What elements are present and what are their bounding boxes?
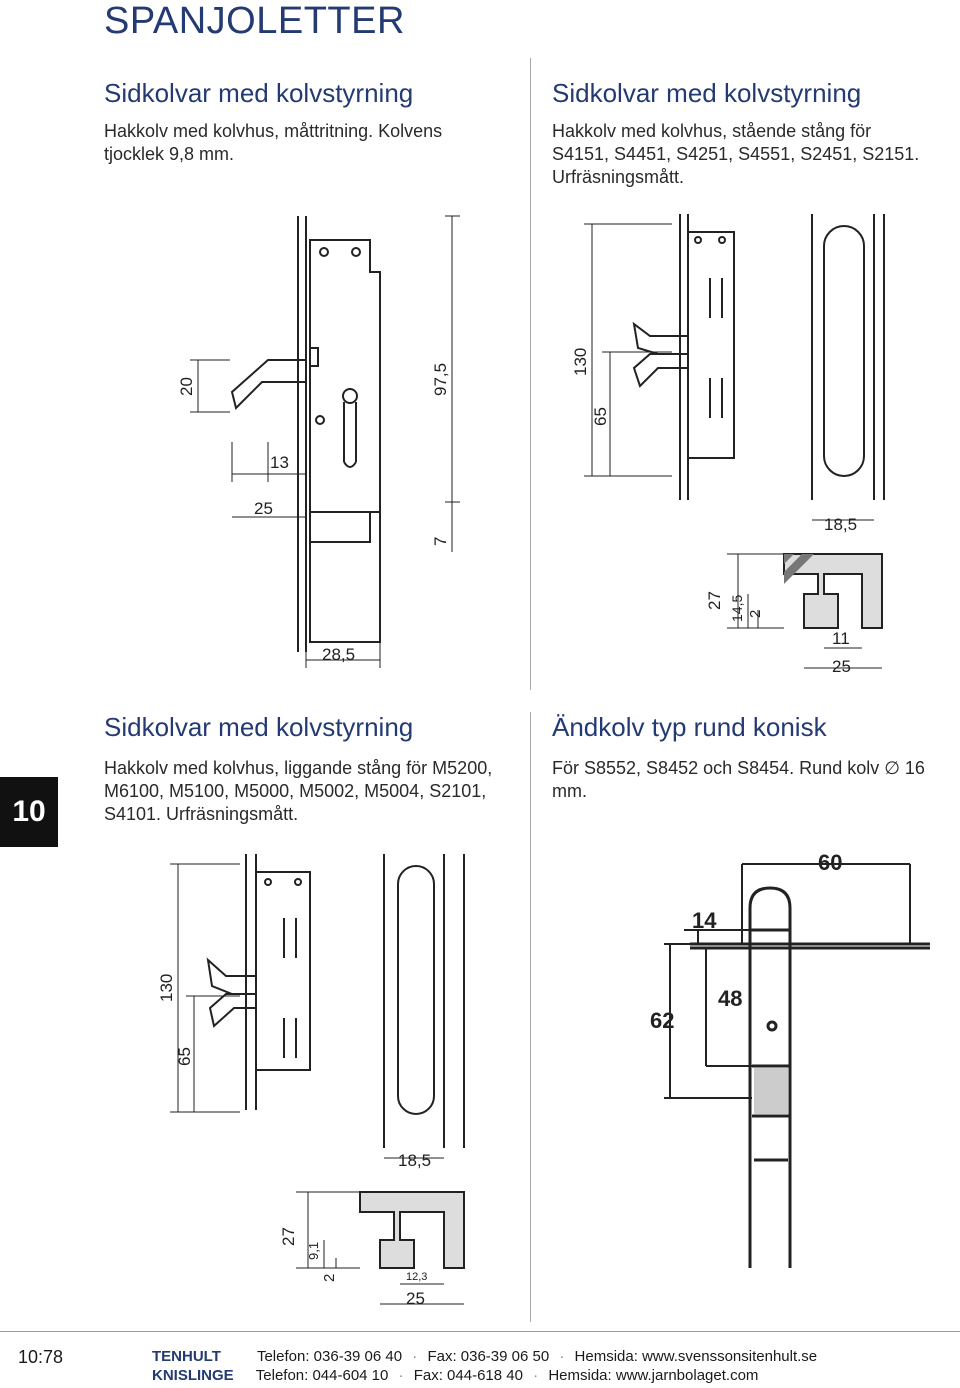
phone-tenhult: Telefon: 036-39 06 40 [256, 1348, 403, 1365]
column-divider-bottom [530, 712, 531, 1322]
brand-tenhult: TENHULT [152, 1348, 221, 1365]
dim-25-b: 25 [832, 657, 851, 676]
column-divider-top [530, 58, 531, 690]
dim-18-5: 18,5 [398, 1151, 431, 1170]
figure-standing-rod-drawing: 130 65 18,5 27 14,5 2 11 25 [571, 214, 885, 676]
dim-60: 60 [818, 850, 842, 875]
fax-tenhult: Fax: 036-39 06 50 [427, 1348, 550, 1365]
web-tenhult[interactable]: Hemsida: www.svenssonsitenhult.se [574, 1348, 818, 1365]
section-1-title: Sidkolvar med kolvstyrning [104, 78, 414, 108]
footer-row-tenhult: TENHULT Telefon: 036-39 06 40 · Fax: 036… [152, 1348, 817, 1365]
brand-knislinge: KNISLINGE [152, 1367, 234, 1384]
dim-12-3: 12,3 [406, 1271, 427, 1283]
separator: · [398, 1367, 404, 1384]
section-3-description: Hakkolv med kolvhus, liggande stång för … [104, 758, 493, 824]
web-knislinge[interactable]: Hemsida: www.jarnbolaget.com [548, 1367, 759, 1384]
dim-13: 13 [270, 453, 289, 472]
dim-20: 20 [177, 377, 196, 396]
dim-130: 130 [157, 974, 176, 1002]
dim-27: 27 [279, 1227, 298, 1246]
page-number: 10:78 [18, 1347, 64, 1367]
section-2-title: Sidkolvar med kolvstyrning [552, 78, 862, 108]
figure-horizontal-rod-drawing: 130 65 18,5 27 9,1 2 12,3 25 [157, 854, 465, 1308]
phone-knislinge: Telefon: 044-604 10 [255, 1367, 389, 1384]
separator: · [412, 1348, 418, 1365]
dim-2: 2 [747, 610, 764, 618]
dim-18-5: 18,5 [824, 515, 857, 534]
dim-14-5: 14,5 [729, 595, 745, 622]
dim-2: 2 [321, 1274, 338, 1282]
dim-27: 27 [705, 591, 724, 610]
section-4-description: För S8552, S8452 och S8454. Rund kolv ∅ … [552, 758, 925, 801]
figure-hook-bolt-drawing: 20 97,5 13 25 7 28,5 [177, 215, 460, 668]
dim-65: 65 [591, 407, 610, 426]
section-1-description: Hakkolv med kolvhus, måttritning. Kolven… [104, 121, 443, 164]
figure-end-bolt-drawing: 60 14 48 62 [650, 850, 930, 1268]
chapter-tab: 10 [0, 777, 58, 847]
dim-14: 14 [692, 908, 717, 933]
dim-25: 25 [254, 499, 273, 518]
separator: · [559, 1348, 565, 1365]
separator: · [533, 1367, 539, 1384]
dim-9-1: 9,1 [306, 1242, 321, 1260]
section-2-description: Hakkolv med kolvhus, stående stång för S… [552, 121, 920, 187]
page-title: SPANJOLETTER [104, 0, 405, 42]
footer-row-knislinge: KNISLINGE Telefon: 044-604 10 · Fax: 044… [152, 1367, 758, 1384]
dim-48: 48 [718, 986, 742, 1011]
dim-28-5: 28,5 [322, 645, 355, 664]
dim-62: 62 [650, 1008, 674, 1033]
fax-knislinge: Fax: 044-618 40 [413, 1367, 523, 1384]
section-4-title: Ändkolv typ rund konisk [552, 712, 827, 742]
dim-130: 130 [571, 348, 590, 376]
dim-7: 7 [431, 537, 450, 546]
dim-97-5: 97,5 [431, 363, 450, 396]
dim-11: 11 [832, 629, 850, 648]
dim-25: 25 [406, 1289, 425, 1308]
footer-rule [0, 1331, 960, 1332]
section-3-title: Sidkolvar med kolvstyrning [104, 712, 414, 742]
dim-65: 65 [175, 1047, 194, 1066]
